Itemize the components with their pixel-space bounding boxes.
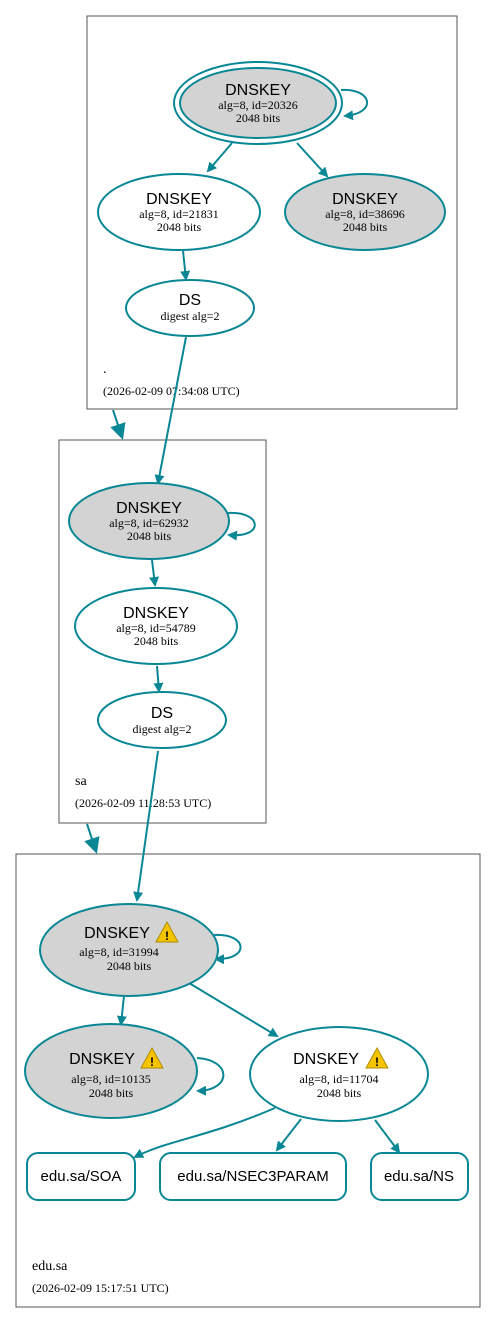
svg-text:!: ! bbox=[375, 1055, 379, 1069]
node-sa-ksk-title: DNSKEY bbox=[116, 500, 182, 517]
zone-sa-timestamp: (2026-02-09 11:28:53 UTC) bbox=[75, 796, 211, 810]
rrset-nsec3param-label: edu.sa/NSEC3PARAM bbox=[177, 1168, 328, 1185]
edge-sa-ksk-zsk bbox=[149, 559, 160, 587]
zone-root-label: . bbox=[103, 362, 107, 377]
rrset-ns-label: edu.sa/NS bbox=[384, 1168, 454, 1185]
warning-icon: ! bbox=[155, 920, 179, 943]
node-edu-key2[interactable]: DNSKEY ! alg=8, id=10135 2048 bits bbox=[24, 1023, 198, 1119]
node-sa-zsk[interactable]: DNSKEY alg=8, id=54789 2048 bits bbox=[74, 587, 238, 665]
delegation-arrow-sa-edu bbox=[84, 823, 100, 854]
self-loop-edu-ksk bbox=[213, 933, 242, 965]
node-edu-ksk-line1: alg=8, id=31994 bbox=[79, 945, 159, 959]
edge-root-zsk1-ds bbox=[180, 250, 191, 281]
delegation-arrow-root-sa bbox=[110, 409, 126, 440]
edge-edu-zsk-nsec3param bbox=[275, 1118, 302, 1152]
node-sa-ds-title: DS bbox=[151, 705, 173, 722]
zone-root-timestamp: (2026-02-09 07:34:08 UTC) bbox=[103, 384, 240, 398]
rrset-soa-label: edu.sa/SOA bbox=[41, 1168, 122, 1185]
rrset-nsec3param[interactable]: edu.sa/NSEC3PARAM bbox=[159, 1152, 347, 1201]
edge-edu-ksk-key2 bbox=[116, 995, 127, 1026]
zone-edu-sa-label: edu.sa bbox=[32, 1259, 68, 1274]
edge-edu-zsk-ns bbox=[374, 1119, 401, 1154]
node-root-zsk2-line2: 2048 bits bbox=[343, 220, 388, 234]
node-sa-zsk-line1: alg=8, id=54789 bbox=[116, 621, 196, 635]
node-root-zsk1-title: DNSKEY bbox=[146, 191, 212, 208]
edge-root-ksk-zsk1 bbox=[206, 142, 233, 173]
node-edu-zsk-line1: alg=8, id=11704 bbox=[299, 1072, 378, 1086]
node-edu-zsk[interactable]: DNSKEY ! alg=8, id=11704 2048 bits bbox=[249, 1026, 429, 1122]
node-edu-ksk[interactable]: DNSKEY ! alg=8, id=31994 2048 bits bbox=[39, 903, 219, 997]
node-root-ksk-line1: alg=8, id=20326 bbox=[218, 98, 298, 112]
edge-sa-zsk-ds bbox=[153, 665, 164, 693]
node-root-ksk-title: DNSKEY bbox=[225, 82, 291, 99]
node-root-ksk[interactable]: DNSKEY alg=8, id=20326 2048 bits bbox=[173, 61, 343, 145]
node-edu-zsk-line2: 2048 bits bbox=[317, 1086, 362, 1100]
node-sa-ds-line1: digest alg=2 bbox=[132, 722, 191, 736]
node-edu-key2-line1: alg=8, id=10135 bbox=[71, 1072, 151, 1086]
node-sa-ksk[interactable]: DNSKEY alg=8, id=62932 2048 bits bbox=[68, 482, 230, 560]
node-edu-key2-title: DNSKEY bbox=[69, 1051, 135, 1068]
warning-icon: ! bbox=[140, 1046, 164, 1069]
node-root-zsk1-line2: 2048 bits bbox=[157, 220, 202, 234]
node-root-zsk2-title: DNSKEY bbox=[332, 191, 398, 208]
rrset-soa[interactable]: edu.sa/SOA bbox=[26, 1152, 136, 1201]
node-edu-key2-line2: 2048 bits bbox=[89, 1086, 134, 1100]
zone-edu-sa-timestamp: (2026-02-09 15:17:51 UTC) bbox=[32, 1281, 169, 1295]
node-edu-ksk-line2: 2048 bits bbox=[107, 959, 152, 973]
node-sa-ksk-line2: 2048 bits bbox=[127, 529, 172, 543]
edge-edu-zsk-soa bbox=[133, 1107, 276, 1158]
node-sa-ds[interactable]: DS digest alg=2 bbox=[97, 691, 227, 749]
node-root-ksk-line2: 2048 bits bbox=[236, 111, 281, 125]
edge-root-ksk-zsk2 bbox=[296, 142, 329, 178]
warning-icon: ! bbox=[365, 1046, 389, 1069]
edge-root-ds-sa-ksk bbox=[154, 336, 187, 485]
node-root-zsk2[interactable]: DNSKEY alg=8, id=38696 2048 bits bbox=[284, 173, 446, 251]
edge-edu-ksk-zsk bbox=[188, 982, 279, 1038]
node-root-ds-title: DS bbox=[179, 292, 201, 309]
node-edu-zsk-title: DNSKEY bbox=[293, 1051, 359, 1068]
rrset-ns[interactable]: edu.sa/NS bbox=[370, 1152, 469, 1201]
svg-text:!: ! bbox=[150, 1055, 154, 1069]
self-loop-edu-key2 bbox=[196, 1057, 225, 1096]
self-loop-sa-ksk bbox=[227, 511, 256, 541]
edge-sa-ds-edu-ksk bbox=[133, 750, 159, 902]
node-root-ds[interactable]: DS digest alg=2 bbox=[125, 279, 255, 337]
node-edu-ksk-title: DNSKEY bbox=[84, 925, 150, 942]
node-sa-zsk-line2: 2048 bits bbox=[134, 634, 179, 648]
node-root-zsk1[interactable]: DNSKEY alg=8, id=21831 2048 bits bbox=[97, 173, 261, 251]
self-loop-root-ksk bbox=[340, 88, 368, 121]
svg-text:!: ! bbox=[165, 929, 169, 943]
node-root-ds-line1: digest alg=2 bbox=[160, 309, 219, 323]
zone-sa-label: sa bbox=[75, 774, 87, 789]
node-root-zsk2-line1: alg=8, id=38696 bbox=[325, 207, 405, 221]
node-sa-ksk-line1: alg=8, id=62932 bbox=[109, 516, 189, 530]
node-sa-zsk-title: DNSKEY bbox=[123, 605, 189, 622]
node-root-zsk1-line1: alg=8, id=21831 bbox=[139, 207, 219, 221]
